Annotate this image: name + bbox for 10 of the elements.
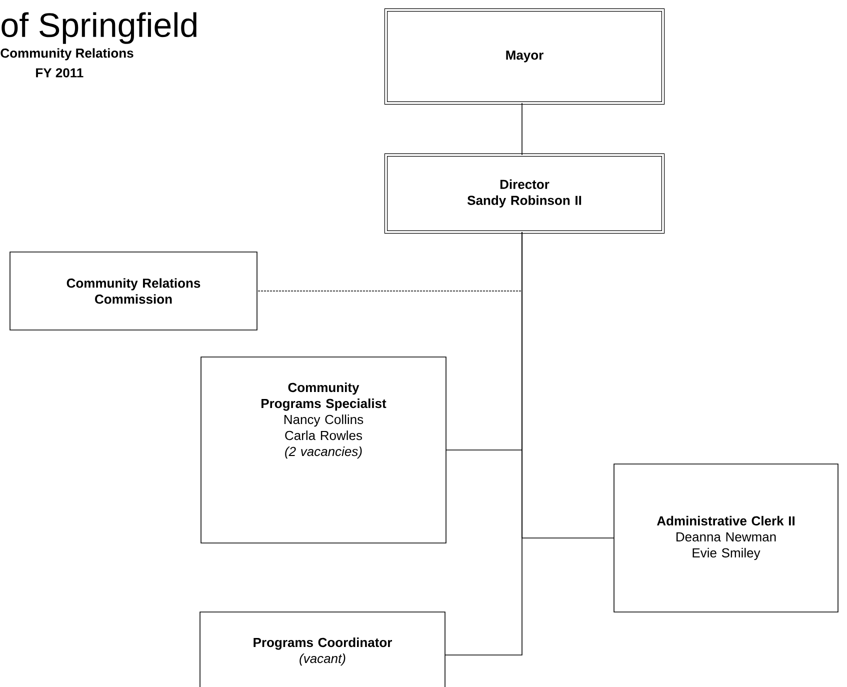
position-box: Mayor [384,8,665,105]
position-box: Community Programs Specialist Nancy Collins Carla Rowles (2 vacancies) [200,356,446,544]
title: of Springfield [2,12,196,44]
position-box: Director Sandy Robinson II [384,153,665,234]
subtitle: FY 2011 [36,68,84,78]
position-box: Administrative Clerk II Deanna Newman Evie Smiley [614,464,838,612]
subtitle: Community Relations [0,48,134,60]
position-box: Programs Coordinator (vacant) [200,612,446,687]
connector-line [444,232,522,656]
position-box: Community Relations Commission [10,252,258,330]
